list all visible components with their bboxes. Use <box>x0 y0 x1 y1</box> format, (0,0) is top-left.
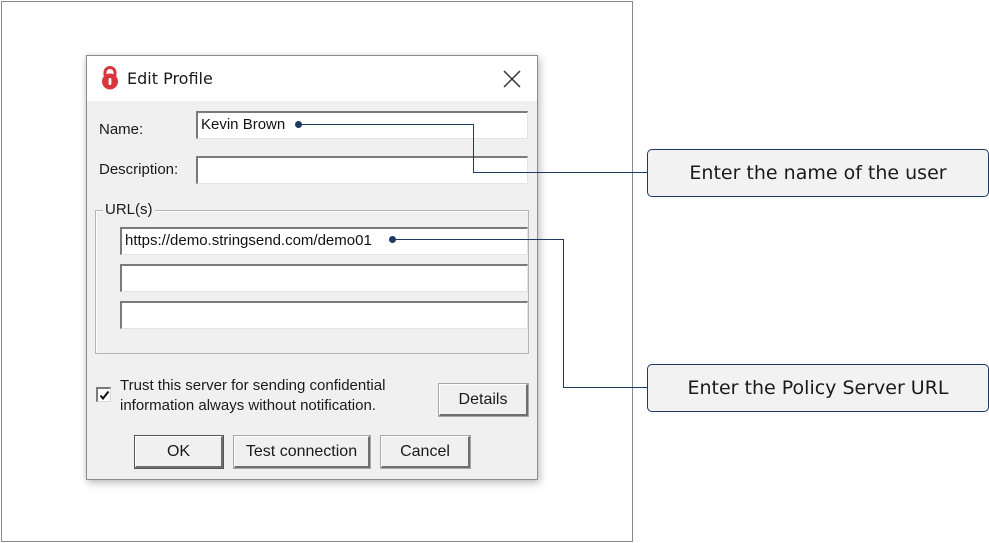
name-label: Name: <box>99 121 144 138</box>
url-input-2[interactable] <box>120 264 528 292</box>
trust-server-checkbox[interactable] <box>96 387 111 402</box>
url-connector-line <box>392 239 563 240</box>
trust-label-line2: information always without notification. <box>120 397 376 414</box>
url-input-1[interactable]: https://demo.stringsend.com/demo01 <box>120 227 528 255</box>
edit-profile-dialog: Edit Profile Name: Kevin Brown Descripti… <box>86 55 538 480</box>
dialog-titlebar: Edit Profile <box>87 56 537 101</box>
urls-group-label: URL(s) <box>103 201 155 218</box>
test-connection-button[interactable]: Test connection <box>233 435 371 469</box>
name-connector-line <box>473 124 474 173</box>
name-input[interactable]: Kevin Brown <box>196 111 528 139</box>
name-connector-line <box>298 124 473 125</box>
checkmark-icon <box>99 390 110 401</box>
cancel-button[interactable]: Cancel <box>380 435 471 469</box>
url-connector-line <box>563 387 648 388</box>
callout-name: Enter the name of the user <box>647 149 989 197</box>
lock-icon <box>102 66 118 90</box>
name-connector-line <box>473 172 648 173</box>
description-label: Description: <box>99 161 179 178</box>
url-input-3[interactable] <box>120 301 528 329</box>
trust-label-line1: Trust this server for sending confidenti… <box>120 377 386 394</box>
description-input[interactable] <box>196 156 528 184</box>
details-button[interactable]: Details <box>438 383 529 417</box>
ok-button[interactable]: OK <box>134 435 224 469</box>
trust-server-label: Trust this server for sending confidenti… <box>120 376 420 416</box>
dialog-title: Edit Profile <box>127 69 213 88</box>
close-icon[interactable] <box>501 68 523 90</box>
callout-url: Enter the Policy Server URL <box>647 364 989 412</box>
urls-groupbox <box>95 210 529 354</box>
url-connector-line <box>563 239 564 388</box>
